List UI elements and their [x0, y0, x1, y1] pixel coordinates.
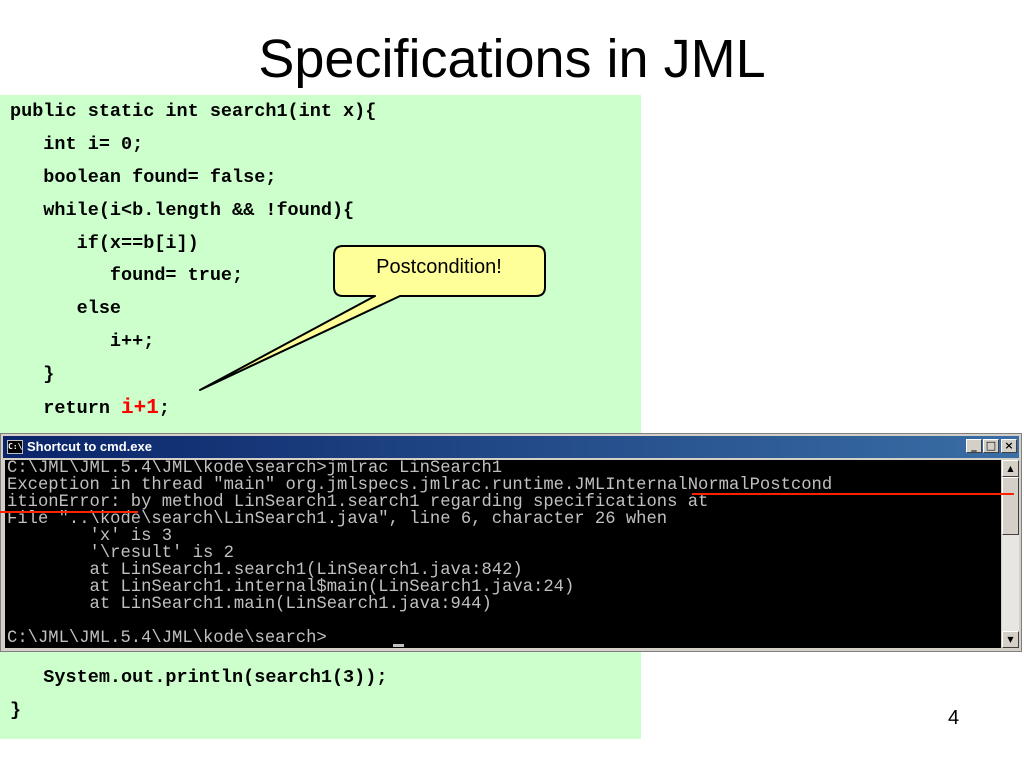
console-line: 'x' is 3 [7, 527, 173, 546]
scroll-down-arrow-icon[interactable]: ▼ [1002, 631, 1019, 648]
cmd-app-icon[interactable]: C:\ [7, 440, 23, 454]
return-value-highlight: i+1 [121, 397, 159, 420]
code-line: System.out.println(search1(3)); [10, 667, 388, 688]
console-line: at LinSearch1.main(LinSearch1.java:944) [7, 595, 492, 614]
return-keyword: return [10, 398, 122, 419]
code-line: while(i<b.length && !found){ [10, 200, 355, 221]
callout-text: Postcondition! [376, 256, 502, 278]
cmd-console[interactable]: C:\JML\JML.5.4\JML\kode\search>jmlrac Li… [5, 460, 1001, 648]
slide-title: Specifications in JML [258, 29, 766, 89]
console-line: at LinSearch1.internal$main(LinSearch1.j… [7, 578, 575, 597]
console-line: Exception in thread "main" org.jmlspecs.… [7, 476, 833, 495]
code-line: found= true; [10, 265, 244, 286]
code-line: int i= 0; [10, 134, 144, 155]
scroll-up-arrow-icon[interactable]: ▲ [1002, 460, 1019, 477]
maximize-button[interactable]: □ [983, 439, 999, 453]
code-line: public static int search1(int x){ [10, 101, 377, 122]
scroll-thumb[interactable] [1002, 477, 1019, 535]
cmd-titlebar[interactable]: C:\ Shortcut to cmd.exe _ □ × [3, 436, 1019, 458]
console-line: itionError: by method LinSearch1.search1… [7, 493, 709, 512]
console-line: C:\JML\JML.5.4\JML\kode\search>jmlrac Li… [7, 460, 503, 478]
code-line-return: return i+1; [10, 398, 170, 420]
console-line: File "..\kode\search\LinSearch1.java", l… [7, 510, 668, 529]
code-line: i++; [10, 331, 155, 352]
page-number: 4 [948, 707, 960, 729]
code-line: if(x==b[i]) [10, 233, 199, 254]
console-scrollbar[interactable]: ▲ ▼ [1002, 460, 1019, 648]
code-line: } [10, 364, 55, 385]
cmd-window: C:\ Shortcut to cmd.exe _ □ × C:\JML\JML… [0, 433, 1022, 652]
text-cursor [393, 644, 404, 647]
code-line: boolean found= false; [10, 167, 277, 188]
code-line: } [10, 700, 22, 721]
minimize-button[interactable]: _ [966, 439, 982, 453]
return-semicolon: ; [158, 398, 170, 419]
annotation-underline [692, 493, 1014, 495]
code-line: else [10, 298, 122, 319]
console-line: at LinSearch1.search1(LinSearch1.java:84… [7, 561, 523, 580]
console-line: '\result' is 2 [7, 544, 234, 563]
close-button[interactable]: × [1001, 439, 1017, 453]
annotation-underline [0, 511, 138, 513]
console-prompt: C:\JML\JML.5.4\JML\kode\search> [7, 629, 327, 648]
cmd-window-title: Shortcut to cmd.exe [27, 439, 152, 454]
